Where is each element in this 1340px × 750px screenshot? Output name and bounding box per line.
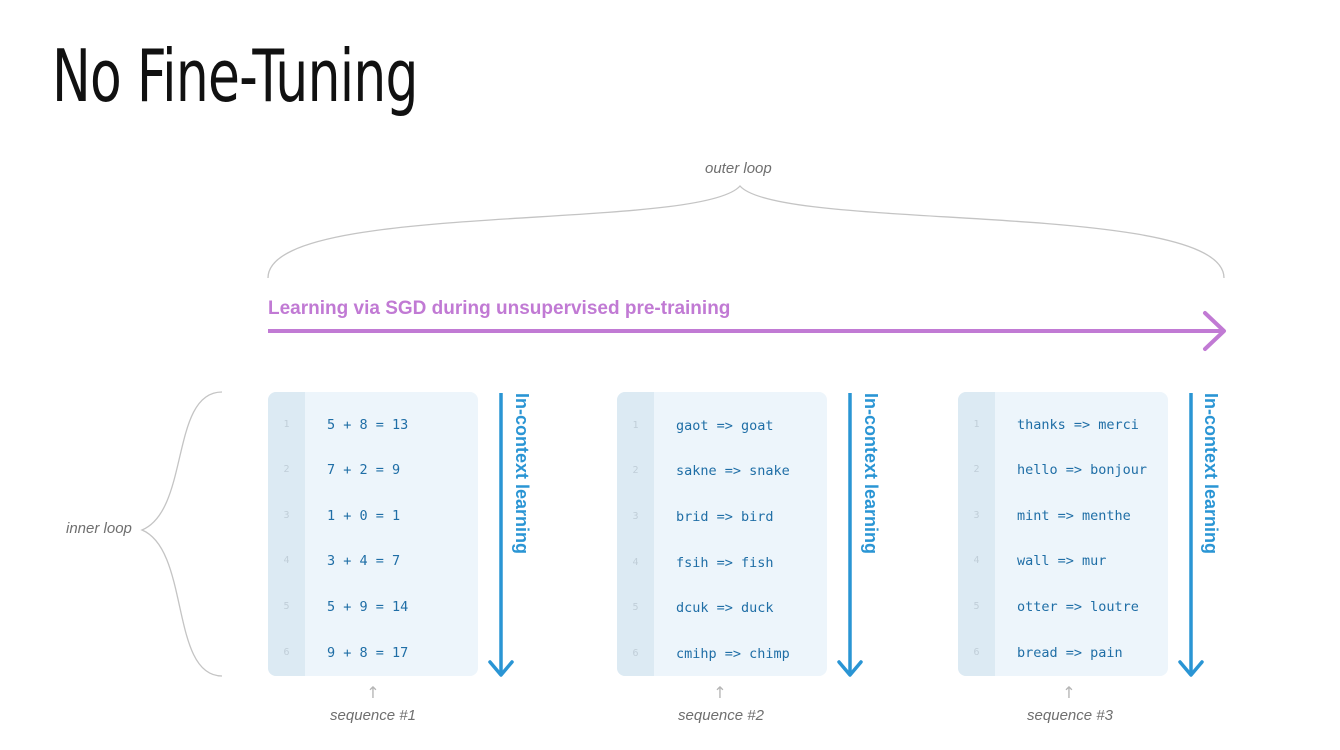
line-number: 4	[283, 555, 290, 566]
inner-loop-label: inner loop	[66, 520, 132, 537]
code-line: 4 3 + 4 = 7	[268, 551, 478, 571]
code-text: dcuk => duck	[676, 600, 774, 616]
code-line: 1 gaot => goat	[617, 416, 827, 436]
code-line: 3 mint => menthe	[958, 506, 1168, 526]
line-number: 1	[283, 419, 290, 430]
code-line: 4 wall => mur	[958, 551, 1168, 571]
line-number-gutter	[268, 392, 305, 676]
code-text: wall => mur	[1017, 553, 1107, 569]
sequence-panel-3: 1 thanks => merci 2 hello => bonjour 3 mint…	[958, 392, 1168, 676]
in-context-learning-label-1: In-context learning	[512, 393, 532, 555]
code-line: 1 5 + 8 = 13	[268, 415, 478, 435]
line-number: 2	[283, 464, 290, 475]
outer-loop-brace	[267, 185, 1225, 279]
up-arrow-icon: ↑	[1062, 683, 1076, 702]
code-text: brid => bird	[676, 509, 774, 525]
code-text: sakne => snake	[676, 463, 790, 479]
in-context-learning-label-2: In-context learning	[861, 393, 881, 555]
line-number: 2	[973, 464, 980, 475]
code-line: 1 thanks => merci	[958, 415, 1168, 435]
code-line: 2 sakne => snake	[617, 461, 827, 481]
code-line: 6 bread => pain	[958, 643, 1168, 663]
line-number-gutter	[617, 392, 654, 676]
line-number: 6	[283, 647, 290, 658]
line-number: 4	[973, 555, 980, 566]
code-text: thanks => merci	[1017, 417, 1139, 433]
code-text: cmihp => chimp	[676, 646, 790, 662]
code-text: mint => menthe	[1017, 508, 1131, 524]
code-line: 3 1 + 0 = 1	[268, 506, 478, 526]
line-number: 2	[632, 465, 639, 476]
line-number-gutter	[958, 392, 995, 676]
code-text: 5 + 9 = 14	[327, 599, 409, 615]
code-text: 7 + 2 = 9	[327, 462, 401, 478]
icl-arrow-2-head	[837, 660, 863, 677]
outer-loop-label: outer loop	[705, 160, 772, 177]
sequence-panel-1: 1 5 + 8 = 13 2 7 + 2 = 9 3 1 + 0 = 1 4 3 + 4…	[268, 392, 478, 676]
icl-arrow-1-head	[488, 660, 514, 677]
code-line: 5 dcuk => duck	[617, 598, 827, 618]
line-number: 1	[632, 420, 639, 431]
code-text: 9 + 8 = 17	[327, 645, 409, 661]
code-line: 6 9 + 8 = 17	[268, 643, 478, 663]
code-text: 5 + 8 = 13	[327, 417, 409, 433]
code-line: 5 5 + 9 = 14	[268, 597, 478, 617]
line-number: 6	[632, 648, 639, 659]
code-text: gaot => goat	[676, 418, 774, 434]
sequence-label-2: sequence #2	[678, 707, 764, 724]
up-arrow-icon: ↑	[366, 683, 380, 702]
line-number: 6	[973, 647, 980, 658]
code-line: 4 fsih => fish	[617, 553, 827, 573]
code-text: 3 + 4 = 7	[327, 553, 401, 569]
sequence-label-3: sequence #3	[1027, 707, 1113, 724]
line-number: 4	[632, 557, 639, 568]
pretraining-arrow-head	[1203, 311, 1226, 351]
pretraining-label: Learning via SGD during unsupervised pre…	[268, 298, 731, 319]
line-number: 3	[283, 510, 290, 521]
code-text: bread => pain	[1017, 645, 1123, 661]
sequence-panel-2: 1 gaot => goat 2 sakne => snake 3 brid => b…	[617, 392, 827, 676]
line-number: 3	[973, 510, 980, 521]
code-text: fsih => fish	[676, 555, 774, 571]
slide-title: No Fine-Tuning	[52, 34, 418, 118]
code-text: hello => bonjour	[1017, 462, 1148, 478]
sequence-label-1: sequence #1	[330, 707, 416, 724]
code-text: otter => loutre	[1017, 599, 1139, 615]
line-number: 3	[632, 511, 639, 522]
icl-arrow-3-head	[1178, 660, 1204, 677]
code-line: 2 hello => bonjour	[958, 460, 1168, 480]
line-number: 1	[973, 419, 980, 430]
line-number: 5	[283, 601, 290, 612]
line-number: 5	[632, 602, 639, 613]
code-text: 1 + 0 = 1	[327, 508, 401, 524]
inner-loop-brace	[140, 391, 223, 677]
code-line: 5 otter => loutre	[958, 597, 1168, 617]
line-number: 5	[973, 601, 980, 612]
code-line: 6 cmihp => chimp	[617, 644, 827, 664]
code-line: 2 7 + 2 = 9	[268, 460, 478, 480]
code-line: 3 brid => bird	[617, 507, 827, 527]
in-context-learning-label-3: In-context learning	[1201, 393, 1221, 555]
up-arrow-icon: ↑	[713, 683, 727, 702]
